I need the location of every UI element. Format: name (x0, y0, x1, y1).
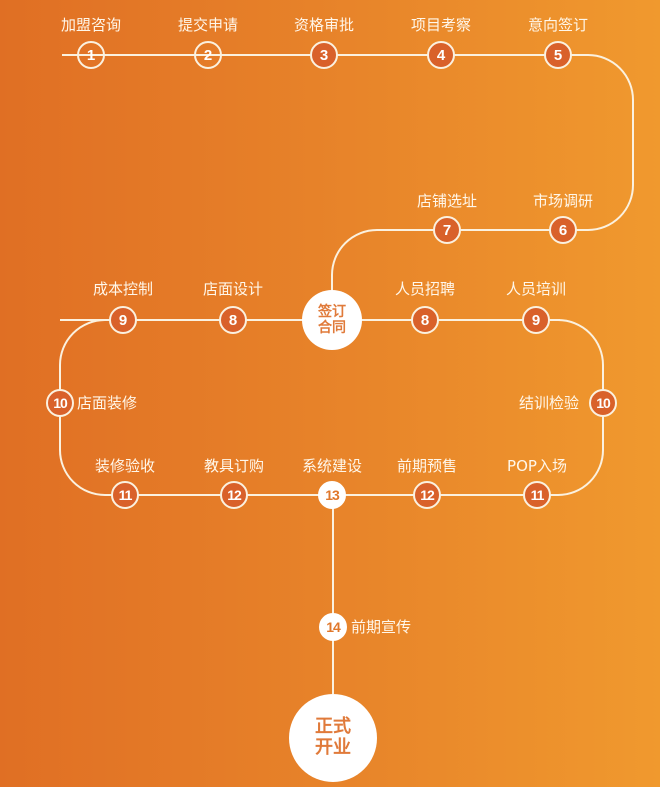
step-node-11-right: 11 (523, 481, 551, 509)
milestone-grand-opening: 正式 开业 (289, 694, 377, 782)
milestone-text: 签订 (318, 303, 346, 320)
step-node-10-right: 10 (589, 389, 617, 417)
step-label: 店面装修 (77, 394, 138, 412)
step-label: 加盟咨询 (60, 16, 122, 34)
step-label: 意向签订 (527, 16, 589, 34)
step-node-8-right: 8 (411, 306, 439, 334)
step-node-13: 13 (318, 481, 346, 509)
step-node-8-left: 8 (219, 306, 247, 334)
step-node-7: 7 (433, 216, 461, 244)
step-label: POP入场 (507, 457, 567, 475)
step-label: 市场调研 (532, 192, 594, 210)
step-label: 装修验收 (94, 457, 156, 475)
step-node-4: 4 (427, 41, 455, 69)
step-label: 资格审批 (293, 16, 355, 34)
step-node-14: 14 (319, 613, 347, 641)
step-label: 结训检验 (519, 394, 580, 412)
step-label: 教具订购 (203, 457, 265, 475)
step-label: 成本控制 (92, 280, 154, 298)
step-node-10-left: 10 (46, 389, 74, 417)
step-label: 系统建设 (301, 457, 363, 475)
step-label: 人员培训 (505, 280, 567, 298)
step-label: 项目考察 (410, 16, 472, 34)
step-label: 店铺选址 (416, 192, 478, 210)
step-node-3: 3 (310, 41, 338, 69)
milestone-text: 开业 (315, 737, 351, 758)
step-node-9-right: 9 (522, 306, 550, 334)
step-label: 前期预售 (396, 457, 458, 475)
step-node-2: 2 (194, 41, 222, 69)
milestone-text: 正式 (315, 716, 351, 738)
step-node-5: 5 (544, 41, 572, 69)
step-label: 提交申请 (177, 16, 239, 34)
step-label: 人员招聘 (394, 280, 456, 298)
step-node-12-right: 12 (413, 481, 441, 509)
step-node-6: 6 (549, 216, 577, 244)
step-node-1: 1 (77, 41, 105, 69)
milestone-text: 合同 (318, 320, 346, 336)
step-node-9-left: 9 (109, 306, 137, 334)
step-label: 店面设计 (202, 280, 264, 298)
step-node-11-left: 11 (111, 481, 139, 509)
milestone-sign-contract: 签订 合同 (302, 290, 362, 350)
step-label: 前期宣传 (351, 618, 412, 636)
step-node-12-left: 12 (220, 481, 248, 509)
